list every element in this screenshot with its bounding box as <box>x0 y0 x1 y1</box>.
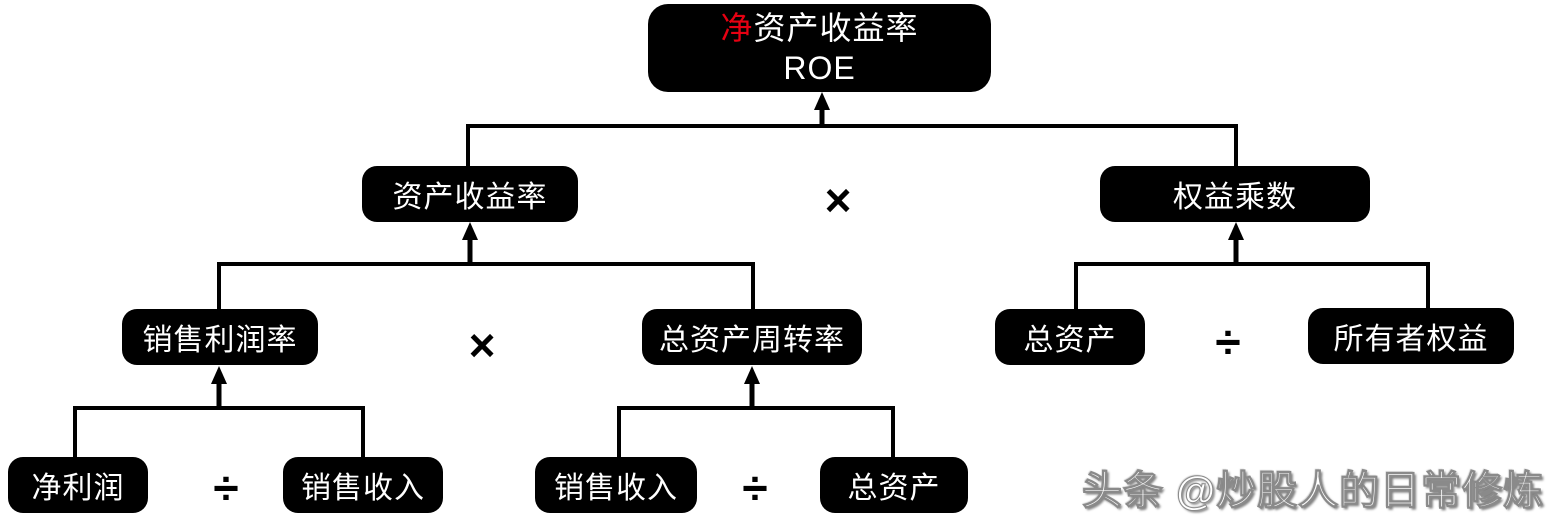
divide-operator-level4-mid: ÷ <box>742 462 768 514</box>
node-asset-turnover-label: 总资产周转率 <box>659 324 845 357</box>
node-sales-revenue-mid: 销售收入 <box>535 457 697 513</box>
node-sales-revenue-left-label: 销售收入 <box>301 472 425 505</box>
divide-operator-level3: ÷ <box>1215 316 1241 368</box>
node-net-profit: 净利润 <box>8 457 148 513</box>
multiply-operator-level3: × <box>468 319 496 371</box>
node-roe-line2: ROE <box>783 50 856 86</box>
node-owners-equity-label: 所有者权益 <box>1333 323 1489 356</box>
node-asset-return-label: 资产收益率 <box>392 181 548 214</box>
node-sales-revenue-left: 销售收入 <box>283 457 443 513</box>
node-roe-line1: 净资产收益率 <box>720 8 918 48</box>
node-total-assets-left-label: 总资产 <box>1023 324 1117 357</box>
node-equity-multiplier: 权益乘数 <box>1100 166 1370 222</box>
multiply-operator-level2: × <box>824 174 852 226</box>
node-roe: 净资产收益率 ROE <box>648 4 991 92</box>
node-total-assets-left: 总资产 <box>995 309 1145 365</box>
node-asset-return: 资产收益率 <box>362 166 578 222</box>
node-sales-revenue-mid-label: 销售收入 <box>554 472 678 505</box>
roe-line1-rest: 资产收益率 <box>753 10 919 46</box>
node-equity-multiplier-label: 权益乘数 <box>1173 181 1297 214</box>
divide-operator-level4-left: ÷ <box>213 462 239 514</box>
roe-highlight-char: 净 <box>720 10 754 46</box>
node-total-assets-bottom: 总资产 <box>820 457 968 513</box>
node-sales-margin-label: 销售利润率 <box>142 324 298 357</box>
node-total-assets-bottom-label: 总资产 <box>847 472 941 505</box>
node-owners-equity: 所有者权益 <box>1308 308 1514 364</box>
node-sales-margin: 销售利润率 <box>122 309 318 365</box>
node-net-profit-label: 净利润 <box>31 472 125 505</box>
watermark-toutiao: 头条 @炒股人的日常修炼 <box>1082 469 1545 514</box>
node-asset-turnover: 总资产周转率 <box>642 309 862 365</box>
